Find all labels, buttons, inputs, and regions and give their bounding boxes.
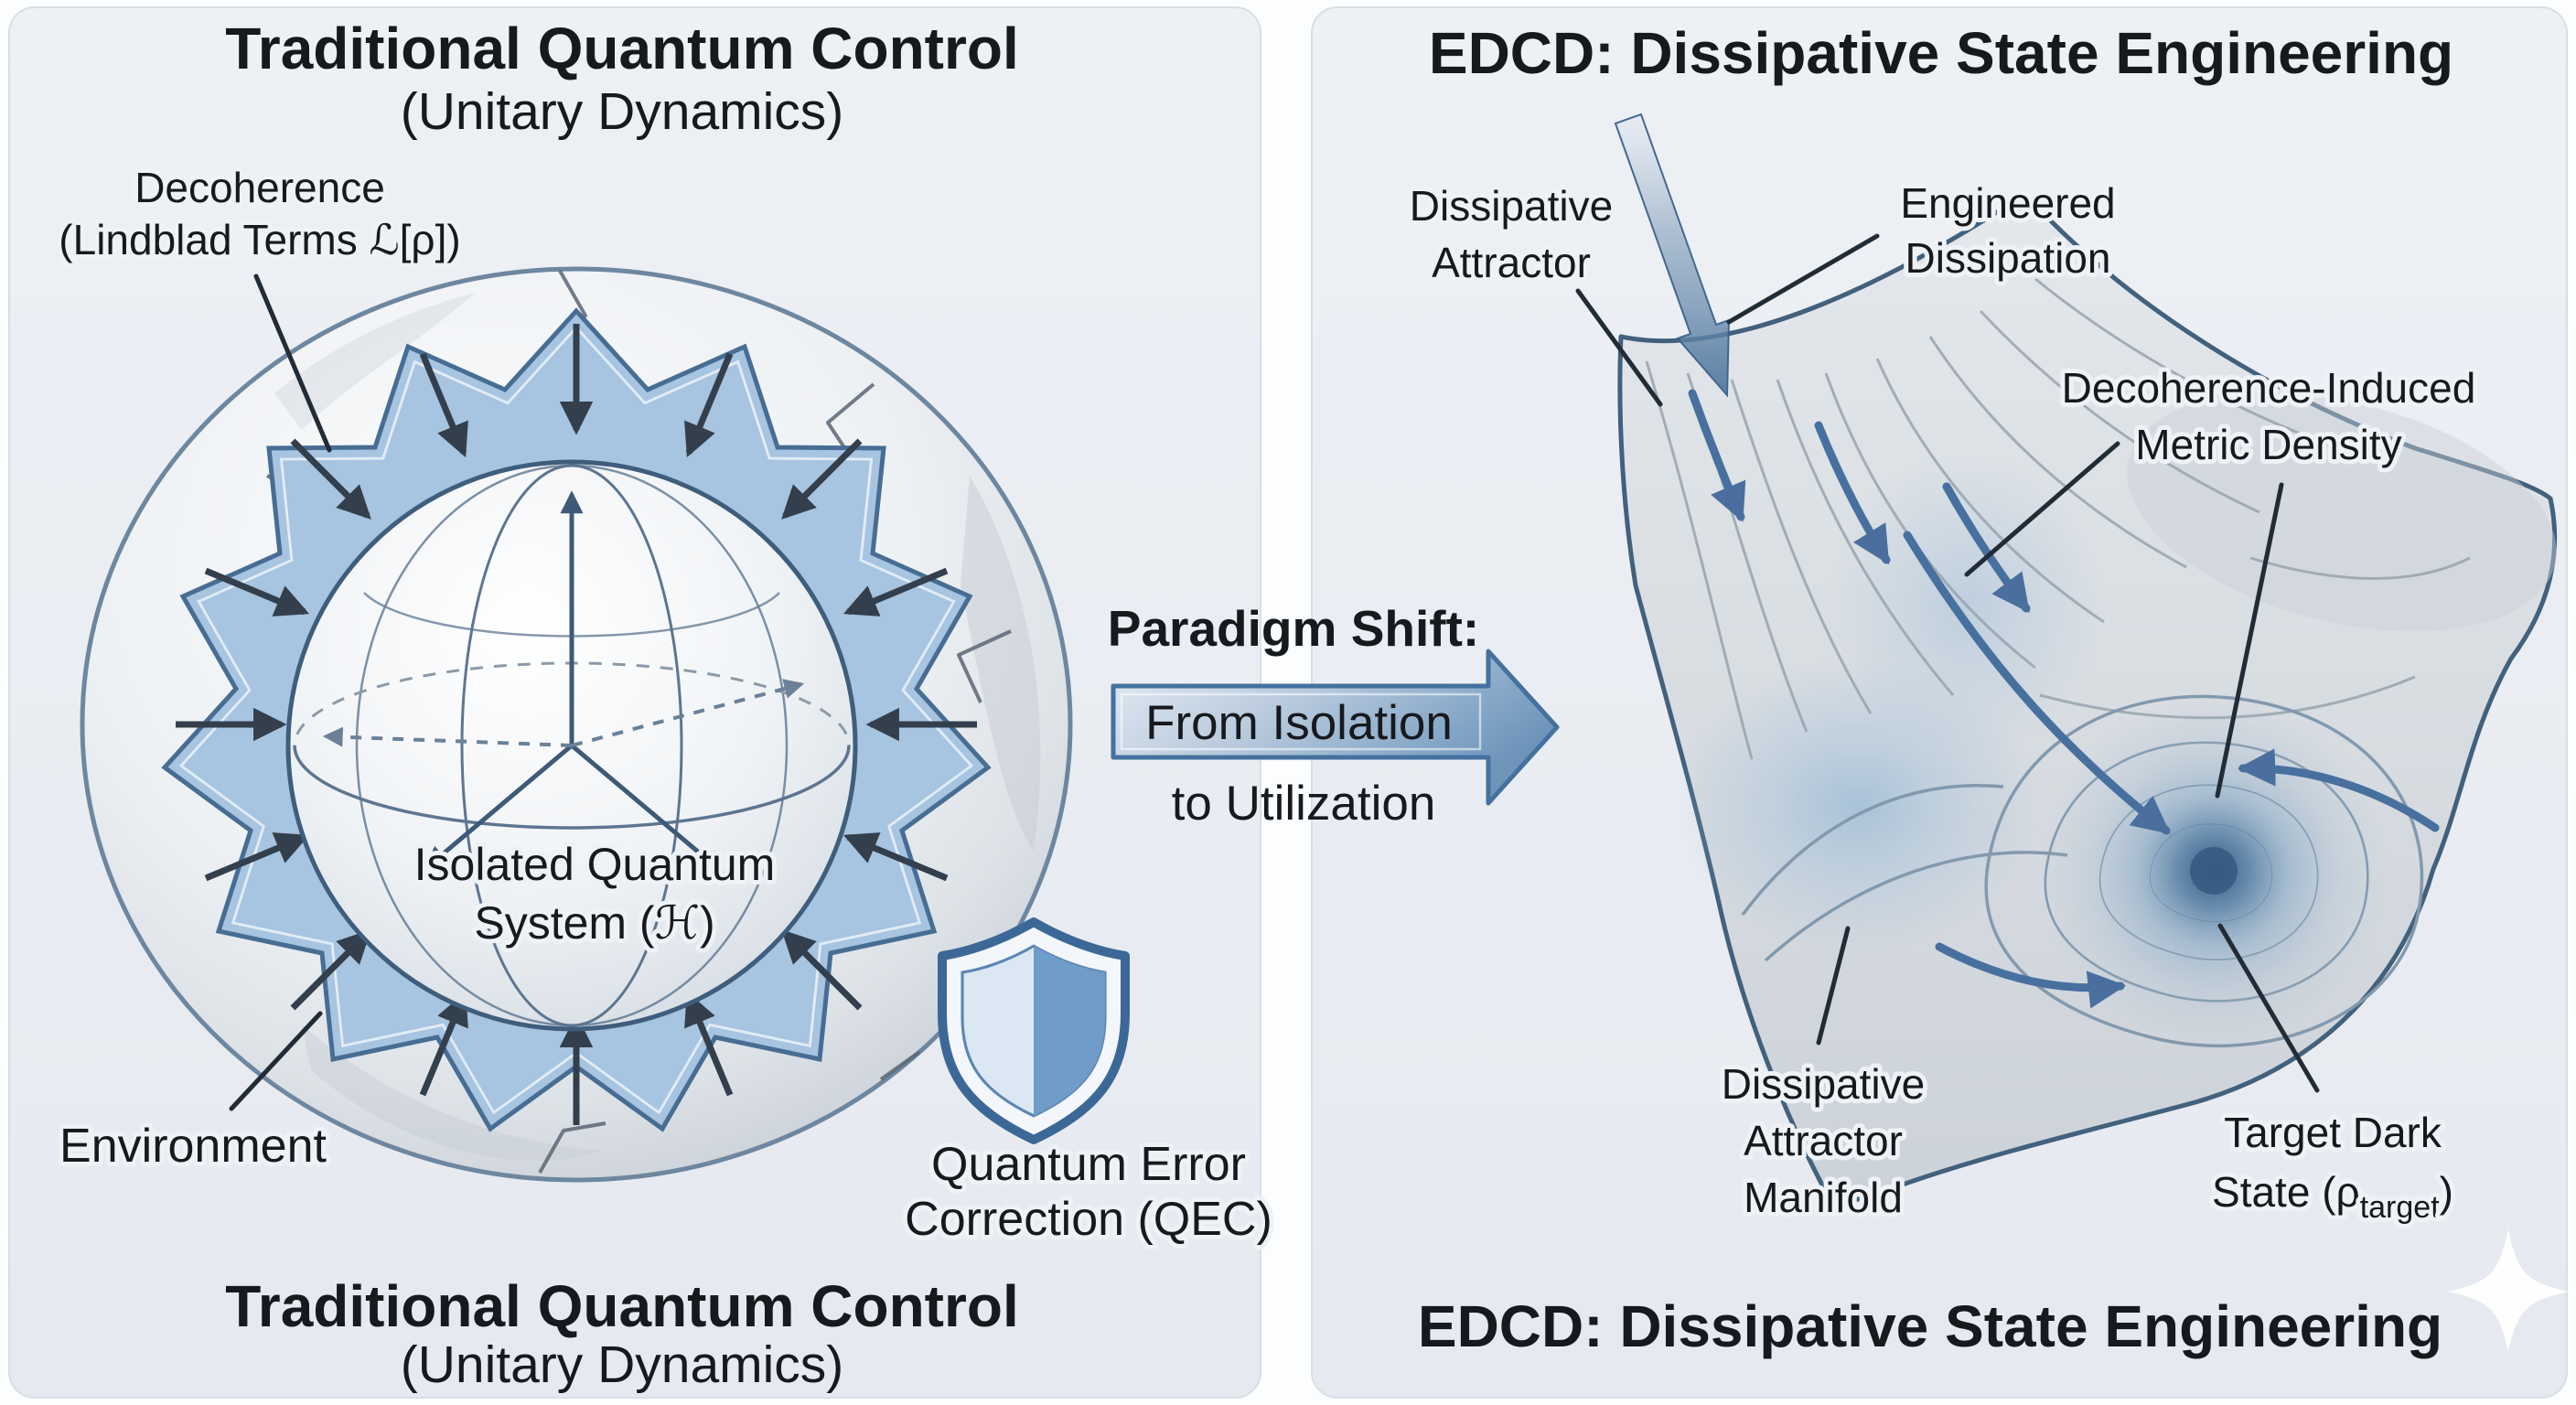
target-state-point [2190,847,2238,895]
metric-leader-a [1964,441,2120,577]
paradigm-shift-group: Paradigm Shift: From Isolation to Utiliz… [1108,600,1560,831]
shell-fragment [274,293,476,430]
decoherence-arrows [176,324,977,1125]
equator-front [293,745,851,830]
attractor-manifold [1617,191,2558,1208]
qec-label-line2: Correction (QEC) [905,1193,1272,1246]
metric-leader-b [2215,482,2284,799]
environment-leader-line [229,1011,323,1111]
core-label-line1: Isolated Quantum [414,839,776,890]
left-footer-title: Traditional Quantum Control [225,1273,1019,1339]
metric-density-annotation: Decoherence-Induced Metric Density [1964,359,2480,799]
dissipative-attractor-line1: Dissipative [1410,182,1613,230]
target-line2: State (ρtarget) [2212,1168,2453,1225]
engineered-line1: Engineered [1900,179,2115,227]
environment-label: Environment [59,1120,327,1173]
dissipative-attractor-line2: Attractor [1432,239,1591,286]
engineered-leader [1726,233,1880,325]
target-leader [2217,923,2320,1093]
dissipative-attractor-leader [1575,288,1663,407]
target-state-annotation: Target Dark State (ρtarget) [2207,923,2458,1229]
engineered-dissipation-annotation: Engineered Dissipation [1726,175,2120,325]
dissipative-flow-arrows [1688,389,2440,1009]
bloch-sphere: Isolated Quantum System (ℋ) [285,459,858,1032]
engineered-line2: Dissipation [1905,234,2111,282]
dissipative-attractor-annotation: Dissipative Attractor [1405,177,1663,407]
sparkle-icon [2448,1229,2569,1352]
shell-fragment [302,1024,604,1162]
left-footer-subtitle: (Unitary Dynamics) [401,1335,844,1394]
manifold-line3: Manifold [1744,1174,1903,1221]
paradigm-shift-heading: Paradigm Shift: [1108,600,1479,657]
decoherence-leader-line [253,273,332,453]
manifold-leader [1816,926,1851,1046]
left-title: Traditional Quantum Control [225,16,1019,81]
decoherence-annotation: Decoherence (Lindblad Terms ℒ[ρ]) [54,159,466,453]
manifold-fold-shading [2127,392,2557,632]
decoherence-label-line1: Decoherence [134,164,385,211]
qec-label-line1: Quantum Error [931,1138,1246,1191]
metric-line2: Metric Density [2135,421,2401,468]
metric-line1: Decoherence-Induced [2062,364,2476,412]
arrow-label-below: to Utilization [1172,777,1436,831]
left-panel-content: Traditional Quantum Control (Unitary Dyn… [54,16,1277,1394]
right-panel-content: EDCD: Dissipative State Engineering [1405,20,2569,1359]
decoherence-label-line2: (Lindblad Terms ℒ[ρ]) [59,216,460,263]
shell-fragment [961,476,1041,851]
state-axes [322,490,805,874]
target-line1: Target Dark [2224,1109,2442,1156]
manifold-line2: Attractor [1744,1117,1903,1164]
manifold-annotation: Dissipative Attractor Manifold [1717,926,1929,1226]
right-footer-title: EDCD: Dissipative State Engineering [1418,1293,2442,1359]
paradigm-shift-arrow [1111,649,1560,806]
left-subtitle: (Unitary Dynamics) [401,82,844,141]
core-label-line2: System (ℋ) [474,897,714,949]
environment-annotation: Environment [55,1011,332,1177]
arrow-label: From Isolation [1145,696,1453,750]
arrow-inner-highlight [1120,692,1482,751]
right-title: EDCD: Dissipative State Engineering [1429,20,2453,86]
basin-contours [1741,694,2424,1048]
inflow-arrow [1614,113,1731,398]
manifold-line1: Dissipative [1722,1060,1925,1108]
